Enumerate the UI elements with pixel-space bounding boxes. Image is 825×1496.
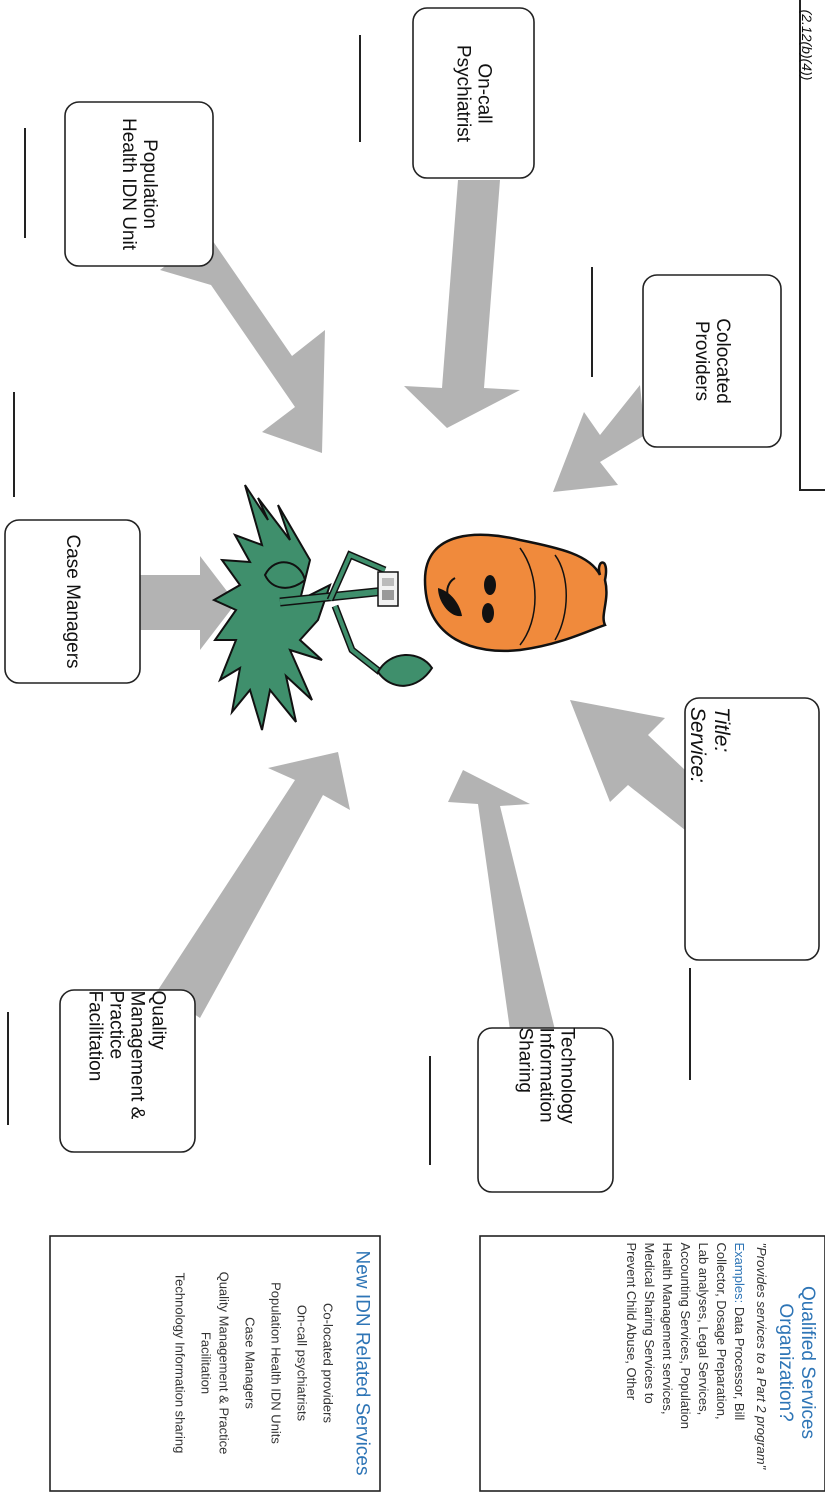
idn-service-item: Quality Management & Practice <box>216 1271 232 1455</box>
arrow-title-service <box>570 700 685 830</box>
examples-line: Health Management services, <box>660 1242 675 1415</box>
examples-label: Examples: <box>732 1242 747 1304</box>
title-label: Title: <box>710 707 733 753</box>
node-line: Technology <box>556 1027 578 1124</box>
arrow-population-health <box>160 234 325 453</box>
header-fragment: (2.12(b)(4)) <box>797 0 817 90</box>
node-case-managers-label: Case Managers <box>5 520 140 683</box>
header-fragment-text: (2.12(b)(4)) <box>799 9 816 81</box>
node-line: Health IDN Unit <box>118 118 139 250</box>
box-new-idn-services <box>49 1235 381 1492</box>
node-line: Population <box>139 139 160 229</box>
node-colocated-providers-label: Colocated Providers <box>643 275 781 447</box>
box-quality <box>59 989 196 1153</box>
idn-service-item: Facilitation <box>198 1331 214 1395</box>
service-label: Service: <box>686 707 709 783</box>
arrow-quality <box>158 752 350 1018</box>
node-line: Information <box>535 1027 557 1123</box>
examples-line: Accounting Services, Population <box>678 1242 693 1429</box>
arrow-on-call-psychiatrist <box>404 180 520 428</box>
box-colocated-providers <box>642 274 782 448</box>
flower-character-illustration <box>211 484 608 731</box>
node-population-health-label: Population Health IDN Unit <box>65 102 213 266</box>
box-qualified-services <box>479 1235 825 1492</box>
new-idn-services-title: New IDN Related Services <box>351 1250 373 1476</box>
idn-service-item: Co-located providers <box>320 1303 336 1423</box>
qualified-services-body: "Provides services to a Part 2 program" … <box>622 1243 770 1483</box>
node-line: Management & <box>127 990 148 1120</box>
idn-service-item: Population Health IDN Units <box>268 1282 284 1444</box>
new-idn-services-content: New IDN Related Services Co-located prov… <box>51 1236 381 1491</box>
node-on-call-psychiatrist-label: On-call Psychiatrist <box>414 9 535 179</box>
node-line: Facilitation <box>85 990 106 1082</box>
box-technology <box>477 1027 614 1193</box>
arrow-technology <box>448 770 555 1030</box>
arrow-case-managers <box>140 556 236 650</box>
node-quality-label: Quality Management & Practice Facilitati… <box>60 991 195 1153</box>
node-line: Case Managers <box>62 534 83 669</box>
qualified-quote: "Provides services to a Part 2 program" <box>754 1242 769 1470</box>
qualified-services-content: Qualified Services Organization? "Provid… <box>481 1235 825 1490</box>
node-line: Psychiatrist <box>453 44 474 143</box>
qualified-services-title: Qualified Services Organization? <box>775 1285 818 1440</box>
examples-line: Prevent Child Abuse, Other <box>624 1242 639 1401</box>
box-population-health <box>64 101 214 267</box>
node-line: Providers <box>691 320 712 402</box>
node-line: Practice <box>106 990 127 1060</box>
arrow-colocated-providers <box>553 385 645 492</box>
node-title-service-label: Title: Service: <box>685 699 819 961</box>
examples-line: Medical Sharing Services to <box>642 1242 657 1404</box>
idn-service-item: Case Managers <box>242 1317 258 1409</box>
node-line: On-call <box>474 63 495 124</box>
qualified-examples: Examples: Data Processor, Bill Collector… <box>622 1243 748 1483</box>
header-frame-line <box>799 0 825 491</box>
box-case-managers <box>4 519 141 684</box>
node-line: Quality <box>148 990 169 1050</box>
box-title-service <box>684 697 820 961</box>
examples-line: Collector, Dosage Preparation, <box>714 1242 729 1420</box>
box-on-call-psychiatrist <box>412 7 535 179</box>
idn-service-item: On-call psychiatrists <box>294 1304 310 1422</box>
examples-line: Data Processor, Bill <box>732 1303 747 1421</box>
examples-line: Lab analyses, Legal Services, <box>696 1242 711 1416</box>
node-line: Sharing <box>514 1027 536 1094</box>
node-line: Colocated <box>712 318 733 404</box>
node-technology-label: Technology Information Sharing <box>479 1028 614 1192</box>
idn-service-item: Technology Information sharing <box>172 1272 188 1454</box>
